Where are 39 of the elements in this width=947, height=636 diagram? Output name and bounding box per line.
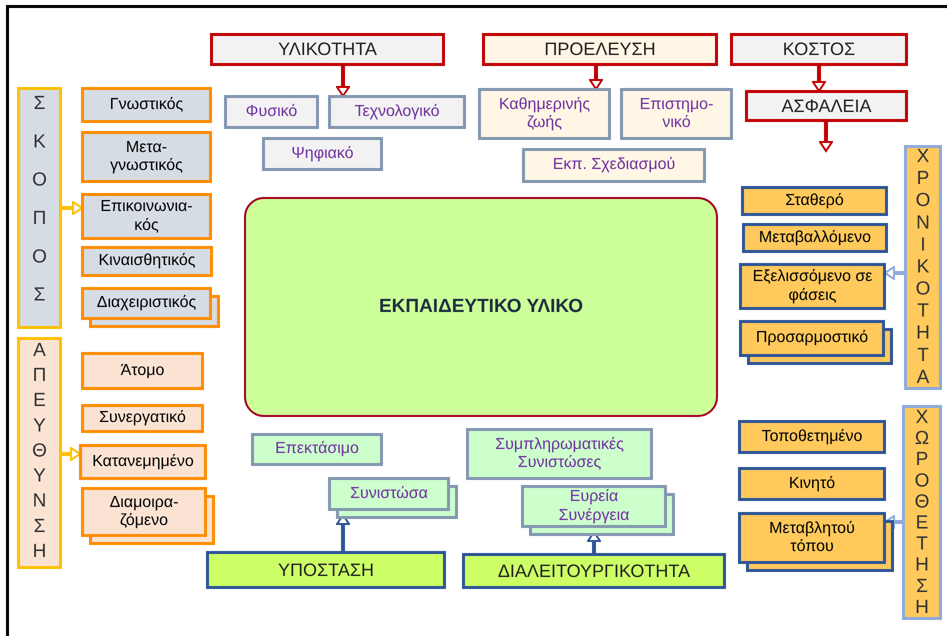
block-arrow	[884, 515, 902, 529]
heading-box: ΑΣΦΑΛΕΙΑ	[745, 90, 908, 122]
vertical-heading-box: ΑΠΕΥΘΥΝΣΗ	[17, 337, 62, 569]
block-arrow	[62, 447, 81, 461]
category-box: Φυσικό	[224, 95, 319, 129]
heading-box: ΔΙΑΛΕΙΤΟΥΡΓΙΚΟΤΗΤΑ	[462, 553, 726, 589]
category-box: Εξελισσόμενο σε φάσεις	[739, 263, 886, 310]
vertical-heading-box: ΧΩΡΟΘΕΤΗΣΗ	[902, 405, 942, 620]
category-box: Καθημερινής ζωής	[478, 88, 611, 140]
block-arrow	[589, 66, 603, 90]
category-box: Μετα- γνωστικός	[81, 131, 212, 183]
category-box: Τοποθετημένο	[738, 420, 886, 454]
category-box: Άτομο	[81, 352, 204, 390]
heading-box: ΚΟΣΤΟΣ	[730, 33, 908, 66]
heading-box: ΥΛΙΚΟΤΗΤΑ	[210, 33, 445, 66]
category-box: Κινητό	[738, 467, 886, 501]
category-box: Συνεργατικό	[81, 404, 204, 433]
heading-box: ΠΡΟΕΛΕΥΣΗ	[482, 33, 718, 66]
vertical-heading-box: ΧΡΟΝΙΚΟΤΗΤΑ	[904, 145, 942, 390]
vertical-heading-box: ΣΚΟΠΟΣ	[17, 87, 62, 329]
block-arrow	[884, 266, 904, 280]
block-arrow	[819, 122, 833, 152]
block-arrow	[336, 66, 350, 97]
category-box: Σταθερό	[741, 186, 888, 216]
category-box: Επιστημο- νικό	[620, 88, 733, 140]
category-box: Τεχνολογικό	[328, 95, 466, 129]
block-arrow	[62, 201, 83, 215]
category-box: Μεταβαλλόμενο	[742, 223, 888, 253]
category-box: Κιναισθητικός	[81, 246, 213, 277]
heading-box: ΥΠΟΣΤΑΣΗ	[206, 551, 446, 589]
category-box: Συμπληρωματικές Συνιστώσες	[466, 428, 653, 480]
block-arrow	[812, 66, 826, 92]
category-box: Επικοινωνια- κός	[81, 193, 212, 240]
category-box: Κατανεμημένο	[79, 444, 207, 480]
category-box: Ψηφιακό	[262, 137, 383, 171]
category-box: Γνωστικός	[81, 87, 212, 123]
category-box: Εκπ. Σχεδιασμού	[522, 148, 706, 183]
category-box: Επεκτάσιμο	[251, 433, 383, 466]
central-box: ΕΚΠΑΙΔΕΥΤΙΚΟ ΥΛΙΚΟ	[244, 197, 718, 417]
